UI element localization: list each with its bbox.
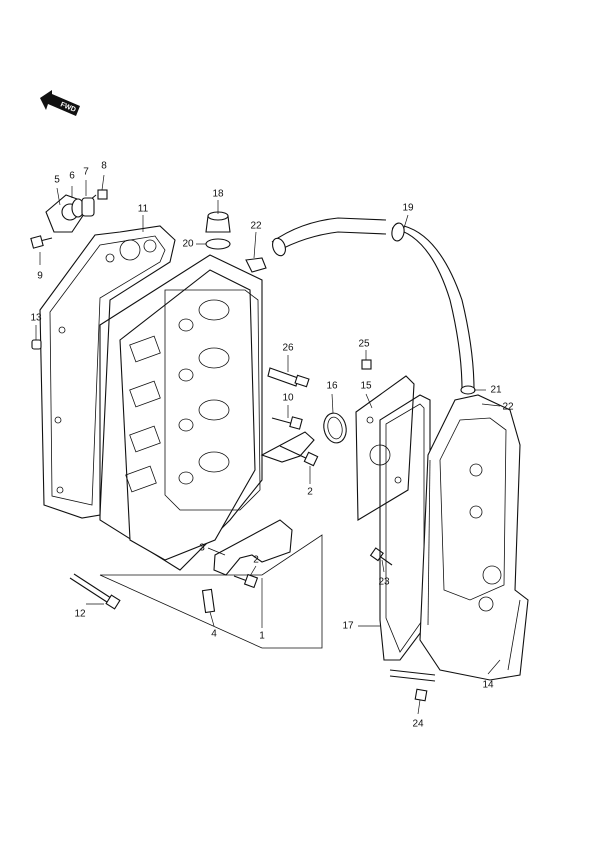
label-part-10: 10 [282, 393, 294, 404]
label-part-3: 3 [199, 543, 205, 554]
bolt-12 [69, 573, 121, 610]
label-part-15: 15 [360, 381, 372, 392]
spark-plug [267, 367, 310, 388]
label-part-6: 6 [69, 171, 75, 182]
label-part-1: 1 [259, 631, 265, 642]
bolt-23 [369, 547, 393, 566]
dowel-pin [201, 588, 216, 614]
label-part-23: 23 [378, 577, 390, 588]
part-labels: 5 6 7 8 9 11 13 18 20 22 19 26 10 2 2 3 … [30, 161, 514, 730]
label-part-14: 14 [482, 680, 494, 691]
label-part-13: 13 [30, 313, 42, 324]
label-part-24: 24 [412, 719, 424, 730]
cylinder-head-cover [419, 394, 529, 681]
label-part-4: 4 [211, 629, 217, 640]
label-part-21: 21 [490, 385, 502, 396]
bolt-9 [30, 235, 53, 249]
label-part-11: 11 [138, 204, 149, 215]
label-part-2a: 2 [307, 487, 313, 498]
label-part-17: 17 [342, 621, 354, 632]
bolt-10 [271, 416, 303, 430]
bolt-24 [389, 669, 436, 702]
label-part-25: 25 [358, 339, 370, 350]
cover-gasket-plate [355, 375, 415, 521]
plug-13 [31, 339, 42, 350]
head-gasket [39, 225, 176, 519]
label-part-12: 12 [74, 609, 86, 620]
bolt-2b [233, 573, 259, 589]
label-part-2b: 2 [253, 555, 259, 566]
o-ring [323, 412, 347, 444]
cylinder-head [99, 254, 323, 649]
label-part-8: 8 [101, 161, 107, 172]
hose-clamp-22a [245, 257, 267, 273]
label-part-20: 20 [182, 239, 194, 250]
label-part-9: 9 [37, 271, 43, 282]
bolt-2a [279, 445, 319, 467]
label-part-22a: 22 [250, 221, 262, 232]
label-part-26: 26 [282, 343, 294, 354]
label-part-16: 16 [326, 381, 338, 392]
label-part-5: 5 [54, 175, 60, 186]
leader-lines [35, 174, 501, 715]
label-part-18: 18 [212, 189, 224, 200]
sensor-cap [205, 211, 231, 250]
forward-arrow-icon: FWD [40, 90, 80, 116]
breather-hose [271, 217, 476, 395]
thermostat-cover [45, 194, 95, 233]
label-part-7: 7 [83, 167, 89, 178]
label-part-19: 19 [402, 203, 414, 214]
cam-cap [213, 431, 315, 576]
bolt-25 [361, 359, 372, 370]
label-part-22b: 22 [502, 402, 514, 413]
